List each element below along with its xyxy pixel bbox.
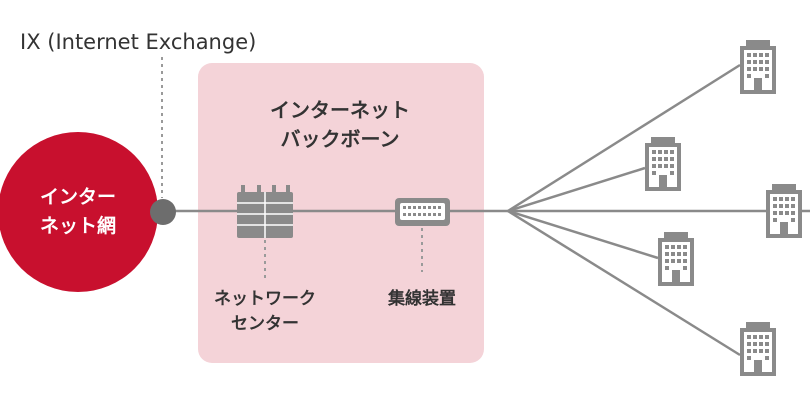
building-icon-4 (658, 232, 694, 286)
building-icon-2 (645, 137, 681, 191)
backbone-box (198, 63, 484, 363)
ix-node (150, 199, 176, 225)
fan-line-1 (507, 63, 741, 213)
network-center-label-line1: ネットワーク (214, 289, 316, 309)
building-icon-1 (740, 40, 776, 94)
fan-line-4 (507, 209, 659, 260)
concentrator-label: 集線装置 (387, 288, 456, 309)
network-center-label-line2: センター (231, 314, 299, 334)
fan-out-lines (507, 63, 810, 357)
ix-label: IX (Internet Exchange) (20, 30, 256, 54)
server-rack-icon (237, 185, 293, 238)
backbone-label-line2: バックボーン (281, 127, 400, 151)
fan-line-2 (507, 166, 646, 213)
internet-label-line1: インター (40, 186, 116, 208)
internet-label-line2: ネット網 (40, 214, 116, 237)
internet-circle (0, 132, 158, 292)
network-switch-icon (395, 198, 450, 226)
building-icon-3 (766, 184, 802, 238)
building-icon-5 (740, 322, 776, 376)
fan-line-5 (507, 209, 741, 357)
backbone-label-line1: インターネット (270, 98, 410, 122)
